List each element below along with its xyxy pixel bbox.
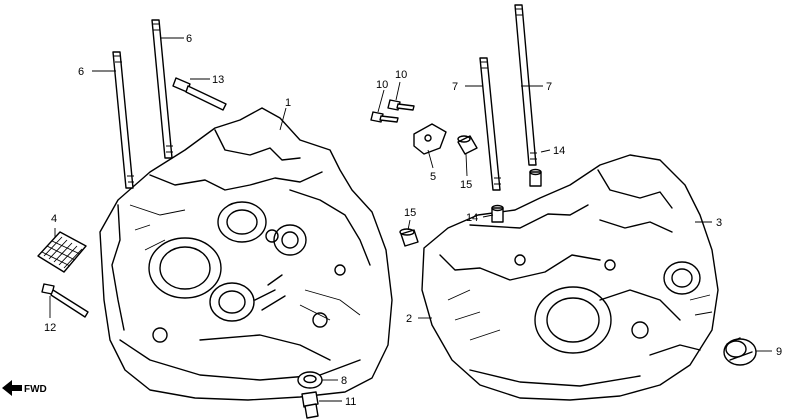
stud-bolt-7a	[479, 57, 501, 191]
left-crankcase-half	[99, 107, 393, 401]
dowel-pin-15a	[457, 135, 478, 155]
leader-lines	[49, 37, 772, 402]
callout-13: 13	[212, 74, 224, 86]
callout-6b: 6	[78, 66, 84, 78]
stud-bolt-6a	[112, 51, 134, 189]
washer-8	[297, 371, 323, 389]
callout-8: 8	[341, 375, 347, 387]
callout-12: 12	[44, 322, 56, 334]
callout-3: 3	[716, 217, 722, 229]
callout-5: 5	[430, 171, 436, 183]
dowel-pin-14a	[529, 168, 542, 187]
callout-10b: 10	[395, 69, 407, 81]
callout-9: 9	[776, 346, 782, 358]
forward-arrow-icon	[2, 380, 22, 396]
callout-15a: 15	[460, 179, 472, 191]
bolt-10b	[387, 99, 415, 111]
stud-bolt-6b	[151, 19, 173, 159]
bolt-13	[172, 77, 227, 111]
callout-1: 1	[285, 97, 291, 109]
callout-14b: 14	[466, 212, 478, 224]
right-crankcase-half	[421, 154, 719, 401]
bolt-10a	[370, 111, 399, 123]
bolt-12	[41, 283, 89, 318]
callout-15b: 15	[404, 207, 416, 219]
callout-6a: 6	[186, 33, 192, 45]
reed-screen-4	[37, 231, 87, 273]
stud-bolt-7b	[514, 4, 537, 166]
callout-11: 11	[345, 396, 356, 408]
fwd-label: FWD	[24, 384, 47, 395]
callout-4: 4	[51, 213, 57, 225]
callout-2: 2	[406, 313, 412, 325]
callout-7a: 7	[452, 81, 458, 93]
callout-10a: 10	[376, 79, 388, 91]
callout-14a: 14	[553, 145, 565, 157]
dowel-pin-14b	[491, 204, 504, 223]
drain-bolt-11	[301, 391, 319, 419]
dowel-pin-15b	[399, 228, 419, 247]
callout-7b: 7	[546, 81, 552, 93]
plate-5	[413, 123, 447, 155]
oil-seal-9	[723, 337, 757, 366]
